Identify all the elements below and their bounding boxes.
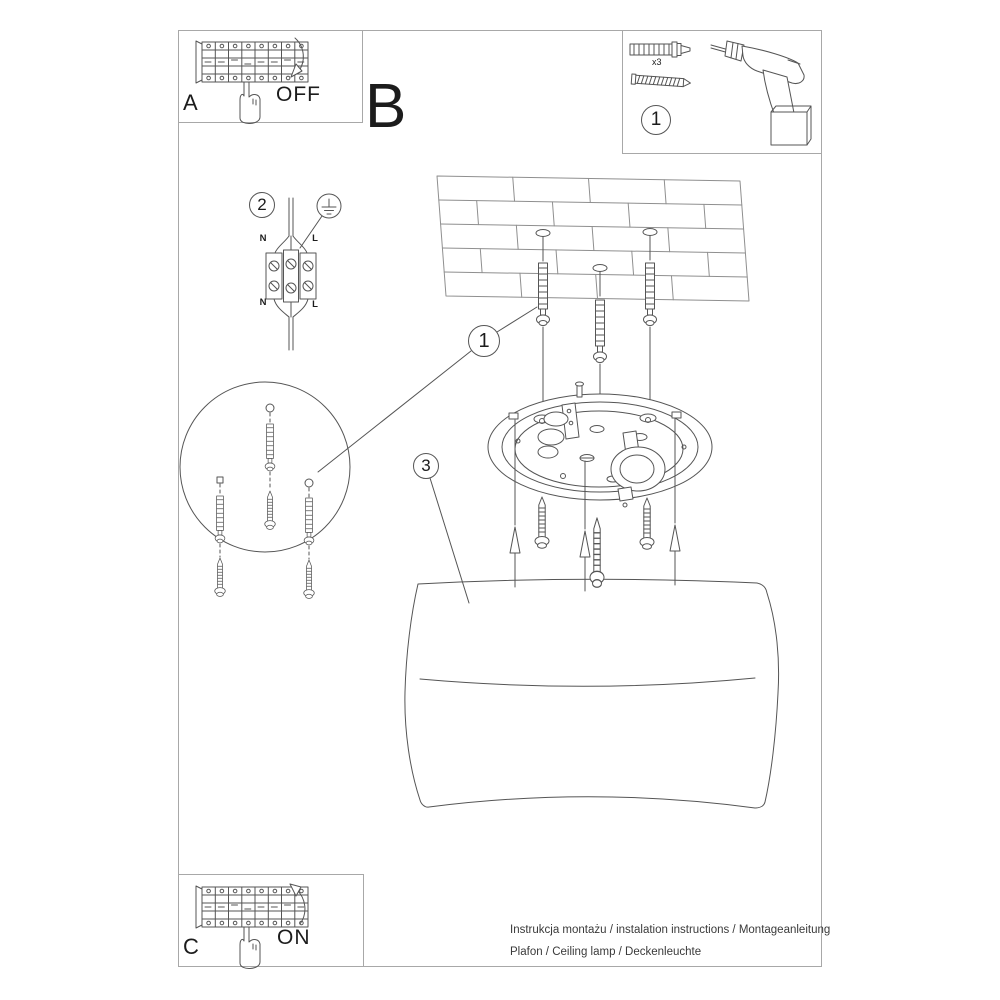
lamp-socket-left: [537, 402, 580, 459]
power-drill-icon: [710, 40, 812, 146]
mains-cable-icon: [273, 197, 309, 351]
terminal-block-icon: [265, 249, 317, 303]
terminal-label-n-bottom: N: [259, 297, 267, 308]
lamp-socket-right: [610, 430, 666, 508]
wiring-step-number: 2: [249, 192, 275, 218]
lamp-shade: [404, 578, 780, 809]
footer-text: Instrukcja montażu / instalation instruc…: [510, 919, 830, 963]
on-label: ON: [277, 926, 311, 949]
terminal-label-l-top: L: [312, 233, 318, 244]
earth-ground-icon: [299, 193, 342, 249]
anchor-step-number: 1: [468, 325, 500, 357]
arrow-down-icon: [290, 37, 304, 78]
footer-line-2: Plafon / Ceiling lamp / Deckenleuchte: [510, 946, 702, 958]
screw-icon: [630, 73, 691, 88]
wall-plug-icon: [629, 41, 691, 58]
arrow-up-icon: [289, 883, 306, 925]
leader-line: [317, 306, 538, 473]
off-label: OFF: [276, 83, 321, 106]
mount-screws: [534, 496, 655, 588]
shade-step-number: 3: [413, 453, 439, 479]
screw-count-label: x3: [652, 57, 662, 67]
alignment-lines: [514, 417, 676, 530]
terminal-label-n-top: N: [259, 233, 267, 244]
ceiling-grid: [437, 176, 749, 301]
step-c-label: C: [183, 934, 199, 959]
terminal-label-l-bottom: L: [312, 299, 318, 310]
footer-line-1: Instrukcja montażu / instalation instruc…: [510, 924, 831, 936]
magnifier-detail-circle: [179, 381, 351, 599]
step-a-label: A: [183, 90, 198, 115]
section-b-label: B: [365, 72, 407, 141]
mounting-plate: [487, 381, 713, 508]
leader-line: [429, 477, 470, 604]
page-frame: [178, 30, 822, 967]
kit-step-number: 1: [641, 105, 671, 135]
